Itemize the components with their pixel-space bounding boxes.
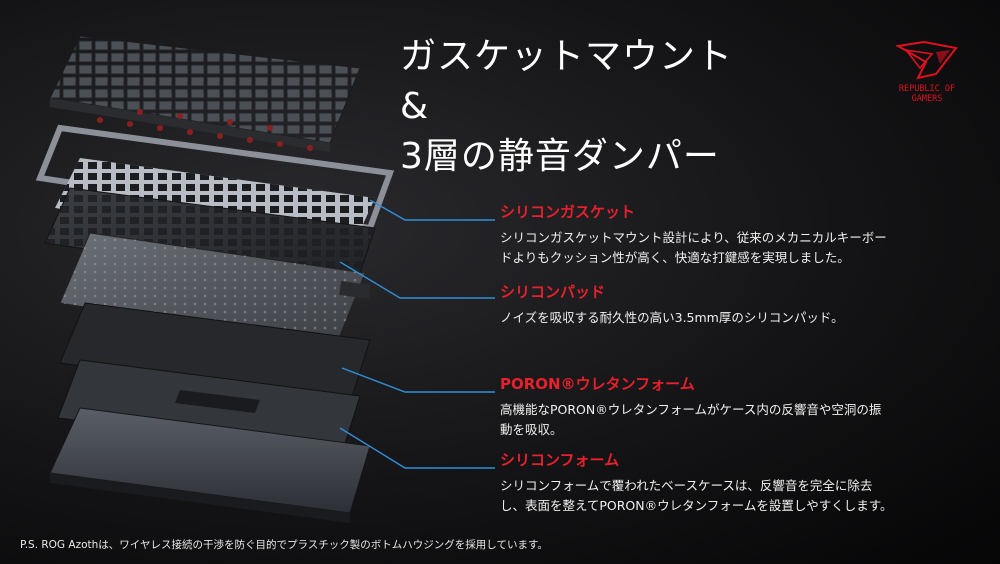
feature-title: シリコンフォーム [500,451,620,469]
feature-description-line: ノイズを吸収する耐久性の高い3.5mm厚のシリコンパッド。 [500,310,844,325]
keyboard-exploded-illustration [35,35,395,523]
feature-description-line: ドよりもクッション性が高く、快適な打鍵感を実現しました。 [500,250,850,265]
feature-description-line: し、表面を整えてPORON®ウレタンフォームを設置しやすくします。 [500,498,893,513]
rog-logo: REPUBLIC OF GAMERS [878,40,976,114]
feature-description: シリコンフォームで覆われたベースケースは、反響音を完全に除去 し、表面を整えてP… [500,476,940,516]
feature-description: 高機能なPORON®ウレタンフォームがケース内の反響音や空洞の振 動を吸収。 [500,400,940,440]
feature-description-line: 動を吸収。 [500,422,563,437]
feature-silicone-gasket: シリコンガスケット シリコンガスケットマウント設計により、従来のメカニカルキーボ… [500,202,940,268]
rog-eye-logo-icon [896,40,958,80]
feature-silicone-pad: シリコンパッド ノイズを吸収する耐久性の高い3.5mm厚のシリコンパッド。 [500,282,940,328]
logo-line1: REPUBLIC OF [898,84,956,94]
feature-poron-foam: PORON®ウレタンフォーム 高機能なPORON®ウレタンフォームがケース内の反… [500,374,940,440]
feature-silicone-foam: シリコンフォーム シリコンフォームで覆われたベースケースは、反響音を完全に除去 … [500,450,940,516]
feature-description-line: 高機能なPORON®ウレタンフォームがケース内の反響音や空洞の振 [500,402,882,417]
switches-layer [97,109,313,151]
slide-title: ガスケットマウント& 3層の静音ダンパー [400,32,760,182]
feature-description: シリコンガスケットマウント設計により、従来のメカニカルキーボー ドよりもクッショ… [500,228,940,268]
feature-description-line: シリコンフォームで覆われたベースケースは、反響音を完全に除去 [500,478,873,493]
feature-title: シリコンガスケット [500,203,636,221]
feature-description: ノイズを吸収する耐久性の高い3.5mm厚のシリコンパッド。 [500,308,940,328]
slide-title-line2: 3層の静音ダンパー [400,136,720,177]
footnote: P.S. ROG Azothは、ワイヤレス接続の干渉を防ぐ目的でプラスチック製の… [20,539,548,551]
feature-title: PORON®ウレタンフォーム [500,375,695,393]
feature-title: シリコンパッド [500,283,606,301]
feature-description-line: シリコンガスケットマウント設計により、従来のメカニカルキーボー [500,230,887,245]
slide-title-line1: ガスケットマウント& [400,36,734,127]
logo-line2: GAMERS [911,94,943,104]
